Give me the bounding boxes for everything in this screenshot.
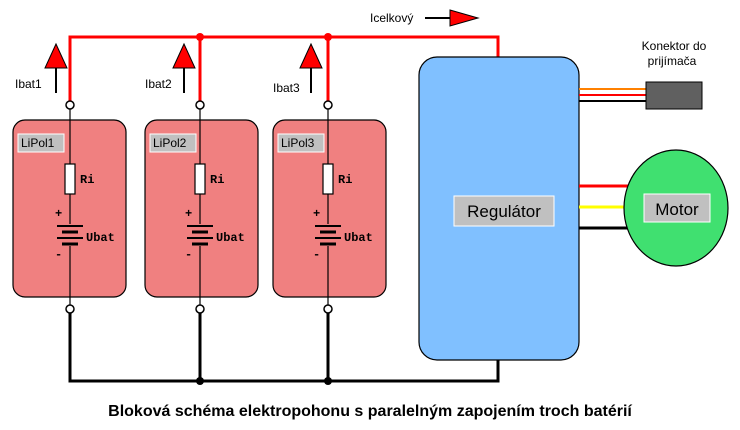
- receiver-connector: Konektor do prijímača: [579, 39, 707, 110]
- battery-current-label: Ibat2: [145, 77, 172, 91]
- arrow-up-icon: [44, 42, 68, 69]
- voltage-label: Ubat: [86, 231, 115, 245]
- connector-icon: [645, 81, 703, 110]
- voltage-label: Ubat: [344, 231, 373, 245]
- resistor-label: Ri: [338, 173, 352, 187]
- arrow-up-icon: [299, 42, 323, 69]
- diagram-caption: Bloková schéma elektropohonu s paralelný…: [108, 403, 632, 420]
- cell-icon: [315, 225, 341, 246]
- battery-name-label: LiPol1: [21, 136, 55, 150]
- regulator: Regulátor: [418, 56, 580, 361]
- cell-icon: [187, 225, 213, 246]
- plus-sign: +: [185, 207, 192, 221]
- connector-label-line1: Konektor do: [642, 39, 707, 53]
- battery-current-label: Ibat3: [273, 81, 300, 95]
- total-current-indicator: Icelkový: [370, 9, 480, 27]
- battery-name-label: LiPol2: [153, 136, 187, 150]
- resistor-icon: [64, 163, 76, 195]
- battery-pack-2: LiPol2 Ri + Ubat - Ibat2: [144, 42, 259, 314]
- motor-wires: [579, 184, 630, 230]
- battery-current-label: Ibat1: [15, 77, 42, 91]
- resistor-label: Ri: [210, 173, 224, 187]
- resistor-icon: [322, 163, 334, 195]
- motor: Motor: [623, 149, 729, 267]
- total-current-label: Icelkový: [370, 11, 413, 25]
- cell-icon: [57, 225, 83, 246]
- arrow-right-icon: [449, 9, 480, 27]
- motor-label: Motor: [655, 200, 699, 219]
- plus-sign: +: [55, 207, 62, 221]
- resistor-icon: [194, 163, 206, 195]
- voltage-label: Ubat: [216, 231, 245, 245]
- positive-bus: [68, 33, 500, 104]
- arrow-up-icon: [172, 42, 196, 69]
- negative-bus: [68, 309, 500, 385]
- minus-sign: -: [185, 248, 192, 262]
- regulator-label: Regulátor: [467, 202, 541, 221]
- battery-name-label: LiPol3: [281, 136, 315, 150]
- battery-pack-3: LiPol3 Ri + Ubat - Ibat3: [272, 42, 387, 314]
- minus-sign: -: [55, 248, 62, 262]
- plus-sign: +: [313, 207, 320, 221]
- connector-label-line2: prijímača: [648, 54, 697, 68]
- battery-pack-1: LiPol1 Ri + Ubat - Ibat1: [12, 42, 127, 314]
- minus-sign: -: [313, 248, 320, 262]
- resistor-label: Ri: [80, 173, 94, 187]
